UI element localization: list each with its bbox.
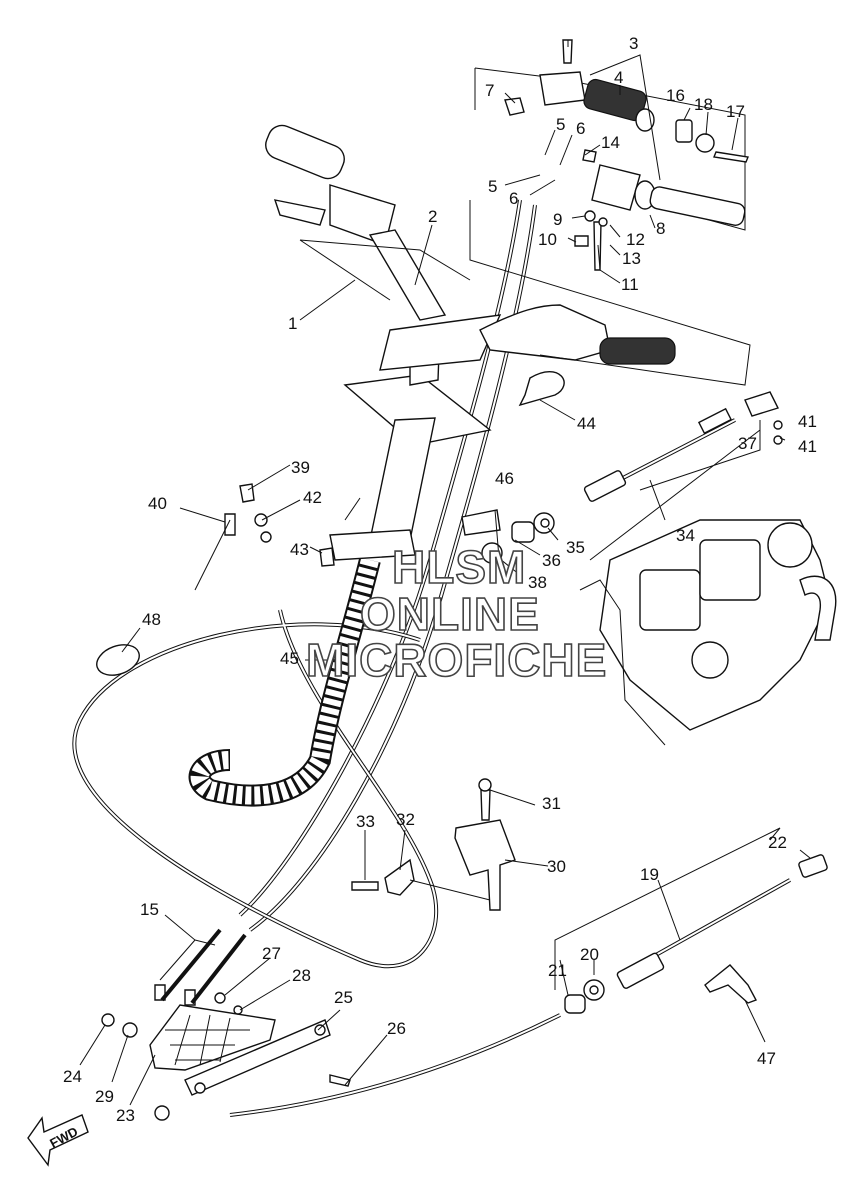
callout-23: 23 <box>116 1106 135 1125</box>
callout-29: 29 <box>95 1087 114 1106</box>
callout-46: 46 <box>495 469 514 488</box>
callout-25: 25 <box>334 988 353 1007</box>
callout-47: 47 <box>757 1049 776 1068</box>
leader-lines <box>79 40 811 1106</box>
callout-11: 11 <box>621 275 639 294</box>
callout-5b: 5 <box>488 177 497 196</box>
callout-27: 27 <box>262 944 281 963</box>
forward-direction-arrow: FWD <box>27 1114 89 1167</box>
callout-7: 7 <box>485 81 494 100</box>
callout-36: 36 <box>542 551 561 570</box>
callout-1: 1 <box>288 314 297 333</box>
watermark: HLSM ONLINE MICROFICHE <box>305 540 607 687</box>
callout-35: 35 <box>566 538 585 557</box>
callout-5a: 5 <box>556 115 565 134</box>
callout-45: 45 <box>280 649 299 668</box>
callout-17: 17 <box>726 102 745 121</box>
callout-12: 12 <box>626 230 645 249</box>
cable-34 <box>583 391 783 502</box>
callout-3: 3 <box>629 34 638 53</box>
right-handlebar <box>469 200 751 386</box>
callout-44: 44 <box>577 414 596 433</box>
callout-19: 19 <box>640 865 659 884</box>
callout-39: 39 <box>291 458 310 477</box>
callout-18: 18 <box>694 95 713 114</box>
callout-28: 28 <box>292 966 311 985</box>
callout-48: 48 <box>142 610 161 629</box>
callout-14: 14 <box>601 133 620 152</box>
callout-15: 15 <box>140 900 159 919</box>
callout-42: 42 <box>303 488 322 507</box>
callout-numbers: 1 2 3 4 5 5 6 6 7 8 9 10 11 12 13 14 15 … <box>63 34 817 1125</box>
callout-8: 8 <box>656 219 665 238</box>
bracket-30 <box>351 778 516 911</box>
callout-21: 21 <box>548 961 567 980</box>
callout-6b: 6 <box>509 189 518 208</box>
callout-32: 32 <box>396 810 415 829</box>
engine-block <box>579 519 837 746</box>
left-handlebar <box>265 124 471 321</box>
lever-assembly <box>101 928 351 1121</box>
callout-13: 13 <box>622 249 641 268</box>
callout-31: 31 <box>542 794 561 813</box>
callout-22: 22 <box>768 833 787 852</box>
callout-34: 34 <box>676 526 695 545</box>
watermark-line-2: ONLINE <box>360 588 540 640</box>
callout-24: 24 <box>63 1067 82 1086</box>
small-parts-center <box>96 373 561 676</box>
cable-19 <box>564 854 828 1014</box>
callout-16: 16 <box>666 86 685 105</box>
watermark-line-1: HLSM <box>392 541 526 593</box>
callout-30: 30 <box>547 857 566 876</box>
callout-4: 4 <box>614 68 623 87</box>
wire-harness-wrap <box>188 557 381 807</box>
callout-37: 37 <box>738 434 757 453</box>
callout-26: 26 <box>387 1019 406 1038</box>
cable-ties <box>518 371 565 407</box>
callout-6a: 6 <box>576 119 585 138</box>
callout-9: 9 <box>553 210 562 229</box>
callout-43: 43 <box>290 540 309 559</box>
callout-41b: 41 <box>798 437 817 456</box>
callout-10: 10 <box>538 230 557 249</box>
watermark-line-3: MICROFICHE <box>306 634 607 686</box>
steering-column <box>329 314 502 561</box>
callout-40: 40 <box>148 494 167 513</box>
callout-20: 20 <box>580 945 599 964</box>
callout-41a: 41 <box>798 412 817 431</box>
callout-38: 38 <box>528 573 547 592</box>
callout-33: 33 <box>356 812 375 831</box>
callout-2: 2 <box>428 207 437 226</box>
